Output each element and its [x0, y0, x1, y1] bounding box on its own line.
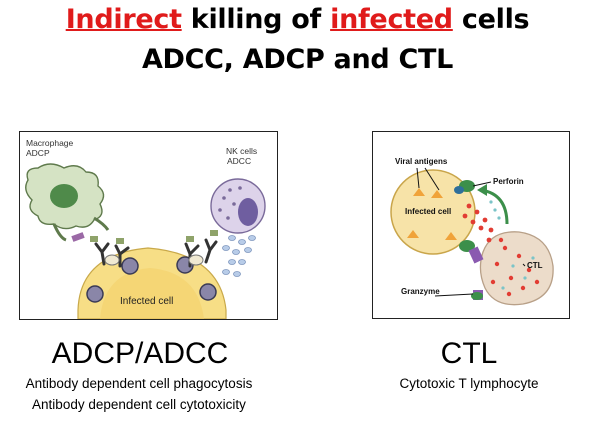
macrophage-nucleus [50, 184, 78, 208]
title-middle-text: killing of [181, 4, 331, 35]
infected-cell-label: Infected cell [405, 207, 451, 216]
antibodies [94, 238, 218, 268]
nk-cells-label: NK cells [226, 146, 257, 156]
virion-icon [86, 285, 104, 303]
adcc-caption-line: Antibody dependent cell cytotoxicity [32, 397, 246, 412]
ctl-diagram: Viral antigens Perforin Infected cell CT… [372, 131, 570, 319]
receptor-complex [454, 180, 484, 300]
perforin-label: Perforin [493, 177, 524, 186]
infected-cell-label: Infected cell [120, 296, 173, 307]
virion-icon [199, 283, 217, 301]
leader-lines [416, 167, 526, 297]
virion-icon [121, 257, 139, 275]
title-word-infected: infected [330, 4, 453, 35]
ctl-caption-line: Cytotoxic T lymphocyte [399, 376, 539, 391]
ctl-label: CTL [527, 261, 543, 270]
granzyme-label: Granzyme [401, 287, 440, 296]
slide-title-line2: ADCC, ADCP and CTL [141, 44, 454, 75]
infected-cell [77, 247, 227, 319]
slide-title-line1: Indirect killing of infected cells [0, 4, 595, 36]
perforin-granules [462, 203, 494, 243]
adcp-adcc-illustration: Macrophage ADCP NK cells ADCC Infected c… [25, 138, 266, 319]
title-end-text: cells [452, 4, 530, 35]
title-word-indirect: Indirect [65, 4, 182, 35]
viral-antigen-icon [407, 230, 419, 238]
adcp-caption-line: Antibody dependent cell phagocytosis [25, 376, 253, 391]
adcp-adcc-diagram: Macrophage ADCP NK cells ADCC Infected c… [19, 131, 278, 320]
ctl-caption-title: CTL [440, 337, 498, 370]
nk-cell [210, 178, 266, 234]
nk-sub-label: ADCC [227, 156, 251, 166]
nk-nucleus [238, 198, 258, 226]
viral-antigen-icon [445, 232, 457, 240]
macrophage-cell [25, 163, 110, 242]
viral-antigen-icon [431, 190, 443, 198]
viral-antigens-label: Viral antigens [395, 157, 448, 166]
cytotoxic-granules [222, 235, 256, 277]
macrophage-label: Macrophage [26, 138, 74, 148]
fc-receptors [71, 230, 218, 266]
macrophage-sub-label: ADCP [26, 148, 50, 158]
ctl-cell [479, 231, 554, 306]
adcp-adcc-caption-title: ADCP/ADCC [51, 337, 229, 370]
viral-antigen-icon [413, 188, 425, 196]
ctl-illustration: Viral antigens Perforin Infected cell CT… [390, 157, 554, 306]
